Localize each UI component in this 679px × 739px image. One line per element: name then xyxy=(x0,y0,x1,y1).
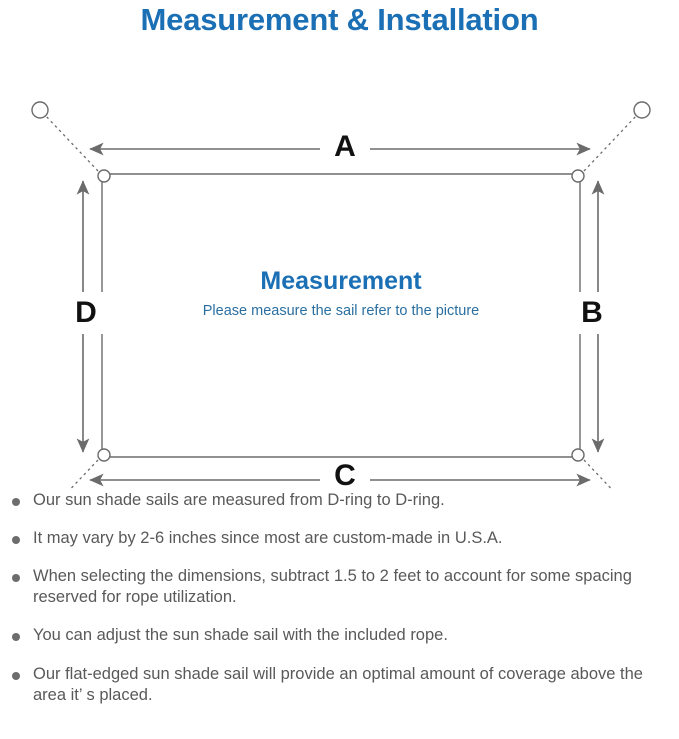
note-text: It may vary by 2-6 inches since most are… xyxy=(33,529,503,548)
anchor-circle-top-right xyxy=(633,101,651,119)
dimension-label-b: B xyxy=(573,292,611,334)
page-title: Measurement & Installation xyxy=(140,2,539,37)
bullet-icon xyxy=(12,574,20,583)
list-item: Our flat-edged sun shade sail will provi… xyxy=(12,664,665,706)
d-ring-bottom-right xyxy=(571,448,585,462)
rope-top-right xyxy=(583,113,639,172)
bullet-icon xyxy=(12,671,20,680)
list-item: You can adjust the sun shade sail with t… xyxy=(12,625,665,646)
list-item: Our sun shade sails are measured from D-… xyxy=(12,490,665,511)
sail-rectangle xyxy=(101,173,581,458)
diagram-svg xyxy=(31,101,651,490)
note-text: You can adjust the sun shade sail with t… xyxy=(33,626,448,645)
anchor-circle-top-left xyxy=(31,101,49,119)
note-text: Our flat-edged sun shade sail will provi… xyxy=(33,664,643,704)
dimension-label-d: D xyxy=(67,292,105,334)
note-text: Our sun shade sails are measured from D-… xyxy=(33,491,445,509)
note-text: When selecting the dimensions, subtract … xyxy=(33,567,632,607)
dimension-label-a: A xyxy=(320,130,370,164)
list-item: When selecting the dimensions, subtract … xyxy=(12,566,665,608)
rope-top-left xyxy=(43,113,99,172)
bullet-icon xyxy=(12,498,20,506)
rope-bottom-right xyxy=(583,459,614,490)
notes-list: Our sun shade sails are measured from D-… xyxy=(0,490,679,706)
dimension-label-c: C xyxy=(320,459,370,493)
list-item: It may vary by 2-6 inches since most are… xyxy=(12,528,665,549)
d-ring-bottom-left xyxy=(97,448,111,462)
bullet-icon xyxy=(12,536,20,545)
rope-bottom-left xyxy=(68,459,99,490)
measurement-diagram: A B C D Measurement Please measure the s… xyxy=(0,35,679,493)
d-ring-top-left xyxy=(97,169,111,183)
d-ring-top-right xyxy=(571,169,585,183)
bullet-icon xyxy=(12,633,20,642)
